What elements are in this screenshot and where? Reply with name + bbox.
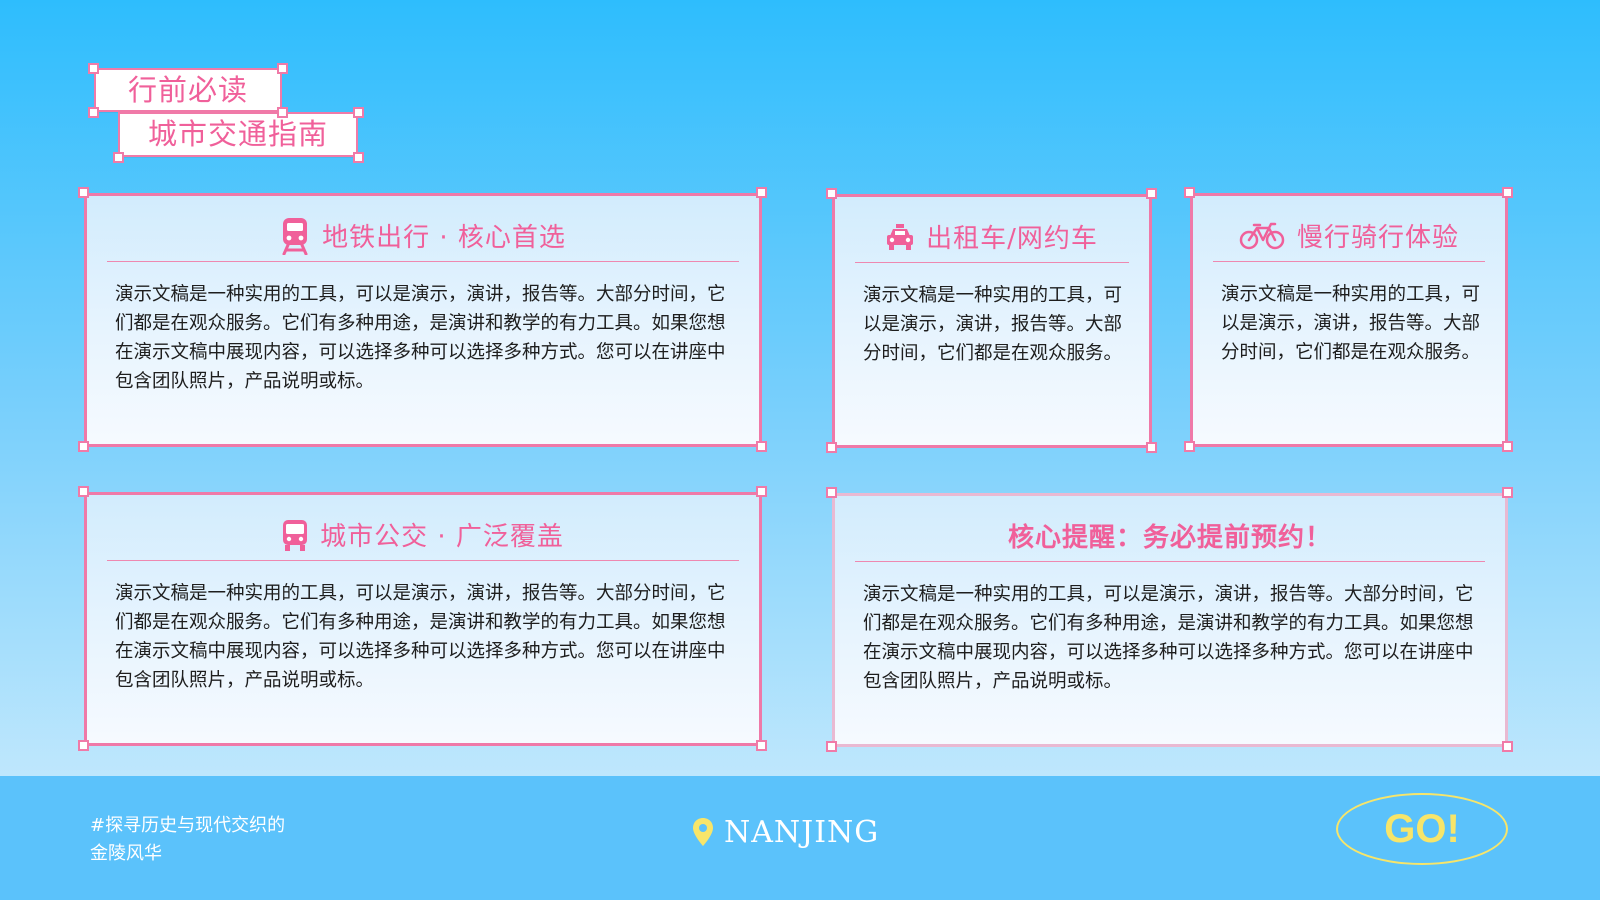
bus-card-text: 演示文稿是一种实用的工具，可以是演示，演讲，报告等。大部分时间，它们都是在观众服… <box>115 583 726 691</box>
card-handle <box>1502 487 1513 498</box>
bus-card: 城市公交 · 广泛覆盖 演示文稿是一种实用的工具，可以是演示，演讲，报告等。大部… <box>84 492 762 746</box>
footer-hashtag: #探寻历史与现代交织的金陵风华 <box>90 815 286 864</box>
card-handle <box>1502 441 1513 452</box>
bus-card-header: 城市公交 · 广泛覆盖 <box>107 509 739 561</box>
metro-card-title: 地铁出行 · 核心首选 <box>322 223 566 253</box>
card-handle <box>826 487 837 498</box>
taxi-card-title: 出租车/网约车 <box>926 224 1098 254</box>
tag-handle <box>277 107 288 118</box>
card-handle <box>1502 187 1513 198</box>
metro-card-header: 地铁出行 · 核心首选 <box>107 210 739 262</box>
reminder-card-title: 核心提醒：务必提前预约！ <box>1007 523 1332 553</box>
tag-handle <box>353 152 364 163</box>
taxi-icon <box>886 223 914 250</box>
metro-card: 地铁出行 · 核心首选 演示文稿是一种实用的工具，可以是演示，演讲，报告等。大部… <box>84 193 762 447</box>
train-icon <box>280 217 310 255</box>
reminder-card-text: 演示文稿是一种实用的工具，可以是演示，演讲，报告等。大部分时间，它们都是在观众服… <box>863 584 1474 692</box>
card-handle <box>1146 188 1157 199</box>
card-handle <box>826 741 837 752</box>
tag-handle <box>113 152 124 163</box>
title-tag-secondary-text: 城市交通指南 <box>147 117 328 151</box>
card-handle <box>756 187 767 198</box>
reminder-card: 核心提醒：务必提前预约！ 演示文稿是一种实用的工具，可以是演示，演讲，报告等。大… <box>832 493 1508 747</box>
location-label: NANJING <box>724 814 880 850</box>
taxi-card-header: 出租车/网约车 <box>855 211 1129 263</box>
card-handle <box>1502 741 1513 752</box>
tag-handle <box>277 63 288 74</box>
card-handle <box>756 486 767 497</box>
bus-card-title: 城市公交 · 广泛覆盖 <box>320 522 564 552</box>
bicycle-icon <box>1239 222 1285 250</box>
footer-location: NANJING <box>692 812 879 852</box>
footer-bar <box>0 776 1600 900</box>
bike-card-header: 慢行骑行体验 <box>1213 210 1485 262</box>
title-tag-primary: 行前必读 <box>94 68 282 112</box>
bike-card-title: 慢行骑行体验 <box>1296 223 1459 253</box>
tag-handle <box>353 107 364 118</box>
tag-handle <box>88 107 99 118</box>
card-handle <box>78 187 89 198</box>
metro-card-text: 演示文稿是一种实用的工具，可以是演示，演讲，报告等。大部分时间，它们都是在观众服… <box>115 284 726 392</box>
card-handle <box>826 442 837 453</box>
go-button-label: GO! <box>1384 806 1460 851</box>
card-handle <box>1146 442 1157 453</box>
tag-handle <box>88 63 99 74</box>
map-pin-icon <box>692 817 714 847</box>
title-tag-secondary: 城市交通指南 <box>118 112 358 157</box>
card-handle <box>1184 187 1195 198</box>
card-handle <box>756 740 767 751</box>
card-handle <box>78 740 89 751</box>
reminder-card-header: 核心提醒：务必提前预约！ <box>855 510 1485 562</box>
card-handle <box>1184 441 1195 452</box>
title-tag-primary-text: 行前必读 <box>127 73 248 107</box>
card-handle <box>78 441 89 452</box>
bike-card: 慢行骑行体验 演示文稿是一种实用的工具，可以是演示，演讲，报告等。大部分时间，它… <box>1190 193 1508 447</box>
taxi-card-text: 演示文稿是一种实用的工具，可以是演示，演讲，报告等。大部分时间，它们都是在观众服… <box>863 285 1123 364</box>
card-handle <box>78 486 89 497</box>
card-handle <box>756 441 767 452</box>
bus-icon <box>282 519 308 551</box>
card-handle <box>826 188 837 199</box>
taxi-card: 出租车/网约车 演示文稿是一种实用的工具，可以是演示，演讲，报告等。大部分时间，… <box>832 194 1152 448</box>
go-button[interactable]: GO! <box>1336 793 1508 865</box>
bike-card-text: 演示文稿是一种实用的工具，可以是演示，演讲，报告等。大部分时间，它们都是在观众服… <box>1221 284 1481 363</box>
